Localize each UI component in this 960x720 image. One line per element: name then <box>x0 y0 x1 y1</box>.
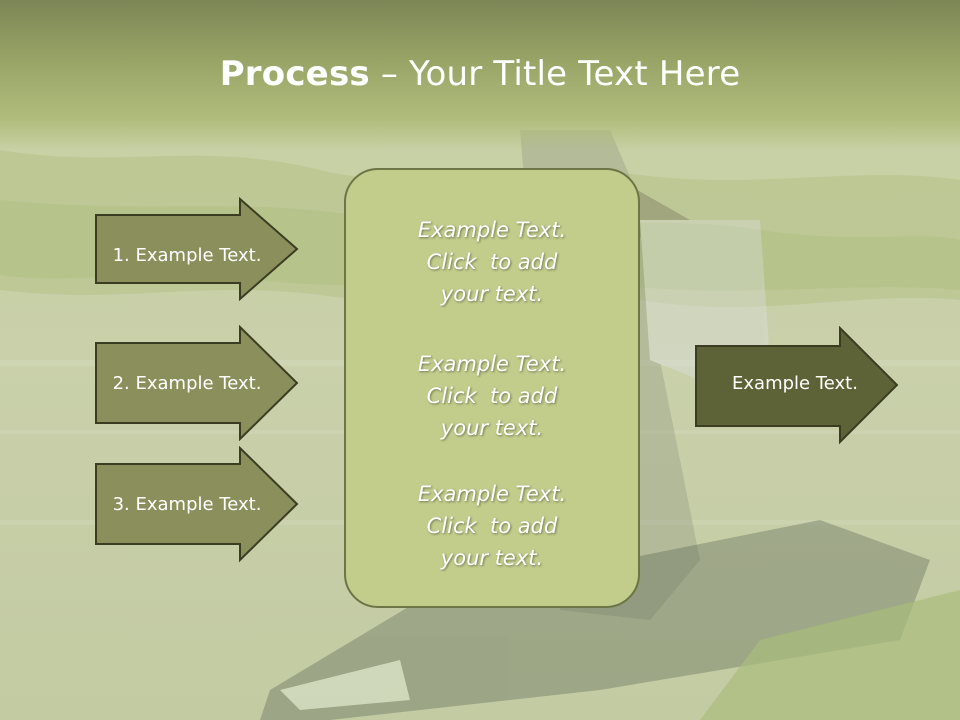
text-line: Click to add <box>426 514 558 538</box>
step-label-3: 3. Example Text. <box>112 494 262 515</box>
result-label: Example Text. <box>732 373 858 394</box>
text-block-3: Example Text. Click to add your text. <box>346 478 638 574</box>
text-line: Click to add <box>426 384 558 408</box>
text-line: Example Text. <box>417 352 567 376</box>
step-arrow-1[interactable] <box>94 197 300 301</box>
step-label-1: 1. Example Text. <box>112 245 262 266</box>
step-arrow-2[interactable] <box>94 325 300 441</box>
text-block-1: Example Text. Click to add your text. <box>346 214 638 310</box>
text-line: Example Text. <box>417 482 567 506</box>
text-line: your text. <box>440 416 544 440</box>
text-block-2: Example Text. Click to add your text. <box>346 348 638 444</box>
center-text-box[interactable]: Example Text. Click to add your text. Ex… <box>344 168 640 608</box>
slide-title[interactable]: Process – Your Title Text Here <box>0 52 960 96</box>
title-bold: Process <box>219 54 370 94</box>
text-line: your text. <box>440 282 544 306</box>
result-arrow[interactable] <box>694 326 900 446</box>
text-line: Click to add <box>426 250 558 274</box>
text-line: Example Text. <box>417 218 567 242</box>
text-line: your text. <box>440 546 544 570</box>
step-arrow-3[interactable] <box>94 446 300 564</box>
title-rest: – Your Title Text Here <box>369 54 741 94</box>
step-label-2: 2. Example Text. <box>112 373 262 394</box>
title-band <box>0 0 960 150</box>
